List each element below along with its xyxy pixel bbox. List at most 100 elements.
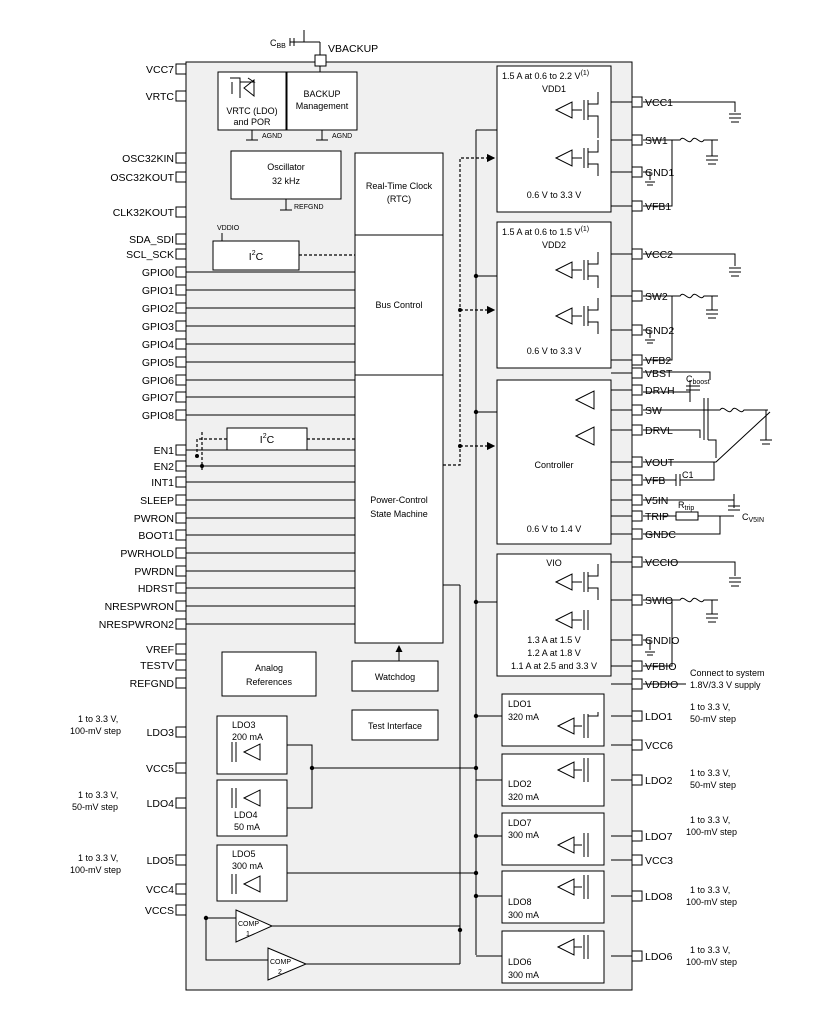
ldo1-current: 320 mA	[508, 712, 539, 722]
ldo8-block: LDO8 300 mA	[501, 870, 605, 924]
analog-line2: References	[246, 677, 293, 687]
vio-l1: 1.3 A at 1.5 V	[527, 635, 581, 645]
left-pin-label: VCC7	[146, 64, 174, 76]
left-pin-label: PWRDN	[134, 566, 174, 578]
rtc-line1: Real-Time Clock	[366, 181, 433, 191]
left-pin-label: EN1	[154, 445, 175, 457]
ann-ldo5-l1: 1 to 3.3 V,	[78, 853, 118, 863]
left-pin-pad	[175, 338, 187, 350]
right-pin-pad	[631, 660, 643, 672]
left-pin-label: VREF	[146, 644, 174, 656]
ldo6-current: 300 mA	[508, 970, 539, 980]
c1-label: C1	[682, 470, 694, 480]
right-pin-pad	[631, 354, 643, 366]
vbackup-section: CBB VBACKUP	[270, 30, 378, 67]
right-pin-label: DRVL	[645, 425, 673, 437]
left-pin-pad	[175, 512, 187, 524]
right-pin-pad	[631, 424, 643, 436]
right-pin-label: LDO6	[645, 951, 673, 963]
left-pin-pad	[175, 565, 187, 577]
comp2: COMP 2	[267, 947, 308, 981]
backup-line2: Management	[296, 101, 349, 111]
i2c-mid-block: I2C	[195, 427, 355, 470]
right-pin-label: LDO7	[645, 831, 673, 843]
controller-block: Controller 0.6 V to 1.4 V	[496, 379, 612, 545]
ldo5-block: LDO5 300 mA	[216, 844, 288, 902]
right-pin-label: VFB1	[645, 201, 671, 213]
ann-ldo2-l2: 50-mV step	[690, 780, 736, 790]
center-column: Real-Time Clock (RTC) Bus Control Power-…	[354, 152, 444, 644]
left-pin-pad	[175, 618, 187, 630]
vio-block: VIO 1.3 A at 1.5 V 1.2 A at 1.8 V 1.1 A …	[496, 553, 612, 677]
left-pin-label: SLEEP	[140, 495, 174, 507]
left-pin-pad	[175, 391, 187, 403]
left-pin-pad	[175, 494, 187, 506]
vdd1-rating: 1.5 A at 0.6 to 2.2 V(1)	[502, 70, 589, 81]
vdd1-name: VDD1	[542, 84, 566, 94]
vdd2-block: 1.5 A at 0.6 to 1.5 V(1) VDD2 0.6 V to 3…	[496, 221, 612, 369]
right-pin-label: VFBIO	[645, 661, 677, 673]
left-pin-label: HDRST	[138, 583, 175, 595]
left-pin-label: GPIO8	[142, 410, 174, 422]
left-pin-label: GPIO5	[142, 357, 174, 369]
left-pin-label: GPIO7	[142, 392, 174, 404]
left-pin-label: VCC4	[146, 884, 174, 896]
right-pin-pad	[631, 710, 643, 722]
backup-line1: BACKUP	[303, 89, 340, 99]
left-pin-label: GPIO1	[142, 285, 174, 297]
ldo7-block: LDO7 300 mA	[501, 812, 605, 866]
left-pin-label: PWRHOLD	[120, 548, 174, 560]
psm-line1: Power-Control	[370, 495, 428, 505]
oscillator-block: Oscillator 32 kHz REFGND	[230, 150, 342, 211]
left-pin-label: LDO4	[147, 798, 175, 810]
left-pin-pad	[175, 233, 187, 245]
comp2-l2: 2	[278, 969, 282, 976]
ldo3-name: LDO3	[232, 720, 256, 730]
vrtc-agnd: AGND	[262, 133, 282, 140]
right-pin-label: V5IN	[645, 495, 668, 507]
ann-ldo3-l2: 100-mV step	[70, 726, 121, 736]
right-pin-label: LDO8	[645, 891, 673, 903]
right-pin-label: SW	[645, 405, 662, 417]
left-pin-pad	[175, 374, 187, 386]
internal-wiring	[203, 129, 502, 965]
right-pin-label: TRIP	[645, 511, 669, 523]
left-pin-group: VCC7VRTCOSC32KINOSC32KOUTCLK32KOUTSDA_SD…	[99, 63, 355, 917]
right-pin-pad	[631, 367, 643, 379]
vdd1-range: 0.6 V to 3.3 V	[527, 190, 582, 200]
left-pin-pad	[175, 356, 187, 368]
ldo2-name: LDO2	[508, 779, 532, 789]
right-pin-pad	[631, 456, 643, 468]
right-pin-pad	[631, 324, 643, 336]
left-pin-label: GPIO6	[142, 375, 174, 387]
right-pin-pad	[631, 474, 643, 486]
controller-name: Controller	[534, 460, 573, 470]
left-pin-label: OSC32KIN	[122, 153, 174, 165]
vdd1-block: 1.5 A at 0.6 to 2.2 V(1) VDD1 0.6 V to 3…	[496, 65, 612, 213]
left-pin-pad	[175, 302, 187, 314]
right-pin-label: VDDIO	[645, 679, 678, 691]
left-pin-label: OSC32KOUT	[110, 172, 174, 184]
left-annotations: 1 to 3.3 V, 100-mV step 1 to 3.3 V, 50-m…	[70, 714, 121, 875]
ann-ldo1-l1: 1 to 3.3 V,	[690, 702, 730, 712]
right-pin-pad	[631, 528, 643, 540]
vrtc-line2: and POR	[233, 117, 271, 127]
right-pin-pad	[631, 854, 643, 866]
ldo8-current: 300 mA	[508, 910, 539, 920]
right-pin-pad	[631, 594, 643, 606]
right-pin-label: VOUT	[645, 457, 675, 469]
left-pin-label: SDA_SDI	[129, 234, 174, 246]
right-pin-pad	[631, 774, 643, 786]
left-pin-pad	[175, 643, 187, 655]
left-pin-pad	[175, 248, 187, 260]
left-pin-label: GPIO2	[142, 303, 174, 315]
right-pin-group: VCC1SW1GND1VFB1VCC2SW2GND2VFB2VBSTDRVHSW…	[611, 96, 679, 963]
right-pin-label: GND1	[645, 167, 674, 179]
ldo2-current: 320 mA	[508, 792, 539, 802]
controller-external: Cboost C1 Rtrip CV5IN	[643, 371, 772, 535]
right-pin-label: VCC2	[645, 249, 673, 261]
right-pin-label: DRVH	[645, 385, 675, 397]
ldo2-block: LDO2 320 mA	[501, 753, 605, 807]
ann-ldo3-l1: 1 to 3.3 V,	[78, 714, 118, 724]
controller-range: 0.6 V to 1.4 V	[527, 524, 582, 534]
